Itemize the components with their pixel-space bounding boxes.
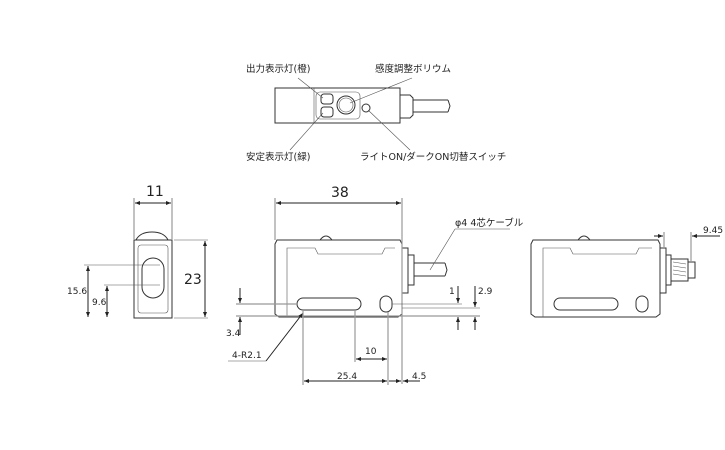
- connector-body: [530, 239, 661, 318]
- side-view: φ4 4芯ケーブル 38 3.4 1 2.9 4-R2.1 10 25.4 4.…: [226, 185, 524, 385]
- connector-view: 9.45: [530, 226, 723, 318]
- dim-25-4: 25.4: [337, 372, 357, 382]
- mode-switch-icon: [361, 103, 371, 113]
- front-body: [133, 239, 173, 319]
- dim-2-9: 2.9: [478, 287, 493, 297]
- cable-label: φ4 4芯ケーブル: [455, 217, 524, 229]
- mode-switch-label: ライトON/ダークON切替スイッチ: [360, 151, 506, 163]
- lens-window: [141, 257, 165, 299]
- dim-4-5: 4.5: [412, 372, 426, 382]
- length-dim: 38: [331, 185, 349, 201]
- side-body: [274, 239, 403, 318]
- axis-15-6-dim: 15.6: [67, 287, 87, 297]
- front-view: 11 23 15.6 9.6: [67, 184, 208, 319]
- height-dim: 23: [184, 272, 202, 288]
- width-dim: 11: [146, 184, 164, 200]
- radius-dim: 4-R2.1: [232, 351, 262, 361]
- dim-3-4: 3.4: [226, 329, 241, 339]
- top-view: 出力表示灯(橙) 感度調整ボリウム 安定表示灯(緑) ライトON/ダークON切替…: [246, 63, 506, 163]
- connector-length-dim: 9.45: [703, 226, 723, 236]
- top-cable: [413, 99, 451, 113]
- mounting-hole: [379, 295, 393, 313]
- output-indicator-label: 出力表示灯(橙): [246, 63, 310, 75]
- sensitivity-pot-label: 感度調整ボリウム: [375, 63, 451, 75]
- top-body: [274, 87, 401, 124]
- mounting-slot: [296, 297, 362, 311]
- stability-indicator-label: 安定表示灯(緑): [246, 151, 310, 163]
- side-cable: [414, 262, 448, 277]
- axis-9-6-dim: 9.6: [92, 298, 107, 308]
- stability-led-icon: [320, 106, 334, 118]
- dim-10: 10: [365, 347, 377, 357]
- output-led-icon: [320, 93, 334, 105]
- dim-1: 1: [449, 287, 455, 297]
- sensitivity-pot-icon: [336, 95, 356, 115]
